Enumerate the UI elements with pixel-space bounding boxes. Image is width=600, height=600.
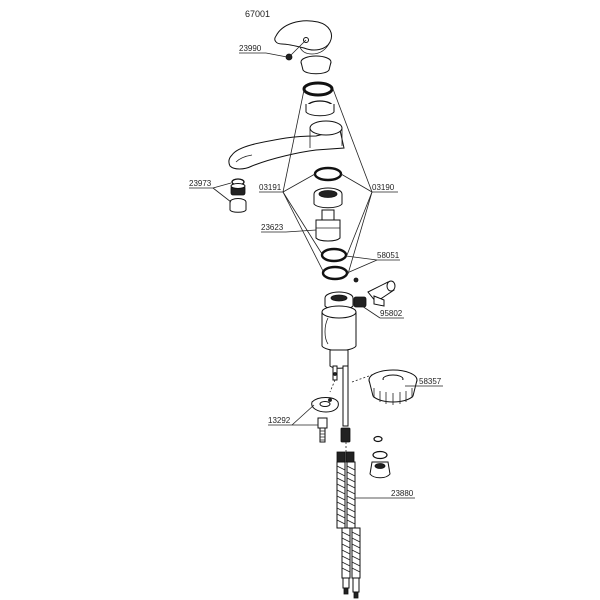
washer-and-nut: [369, 435, 391, 479]
ring-upper-1: [302, 81, 334, 97]
stud-bolt: [317, 417, 328, 443]
o-ring-58051-a: [320, 247, 348, 263]
part-number-58357: 58357: [419, 377, 442, 386]
label-13292: 13292: [268, 404, 318, 426]
diagram-title: 67001: [245, 9, 270, 19]
spout: [228, 120, 345, 170]
label-58357: 58357: [405, 377, 443, 387]
supply-hoses-23880: [336, 451, 361, 599]
part-number-58051: 58051: [377, 251, 400, 260]
part-number-23880: 23880: [391, 489, 414, 498]
label-95802: 95802: [361, 305, 404, 319]
part-number-23623: 23623: [261, 223, 284, 232]
label-23973: 23973: [189, 179, 232, 203]
aerator-23973: [229, 178, 247, 213]
part-number-23973: 23973: [189, 179, 212, 188]
guide-line-1: [329, 379, 336, 393]
part-number-13292: 13292: [268, 416, 291, 425]
lever-handle: [274, 20, 332, 55]
part-number-95802: 95802: [380, 309, 403, 318]
o-ring-58051-b: [321, 265, 349, 281]
label-23880: 23880: [355, 489, 415, 499]
label-03190: 03190: [332, 88, 398, 275]
ring-upper-2-body: [305, 104, 335, 117]
o-ring-03191-top: [313, 166, 343, 182]
label-23990: 23990: [239, 44, 288, 58]
screw-23990: [285, 37, 309, 61]
faucet-body: [321, 291, 357, 369]
part-number-23990: 23990: [239, 44, 262, 53]
mounting-rod: [332, 365, 351, 443]
cartridge-23623: [315, 209, 341, 242]
small-washer: [353, 277, 359, 283]
label-23623: 23623: [261, 223, 317, 233]
cartridge-nut: [313, 187, 343, 209]
part-number-03191: 03191: [259, 183, 282, 192]
diverter-95802: [347, 280, 396, 308]
label-58051: 58051: [345, 251, 400, 274]
clamp-plate-13292: [311, 397, 339, 413]
handle-cap: [300, 55, 332, 75]
gasket-58357: [368, 369, 418, 405]
label-03191: 03191: [259, 89, 324, 272]
part-number-03190: 03190: [372, 183, 395, 192]
